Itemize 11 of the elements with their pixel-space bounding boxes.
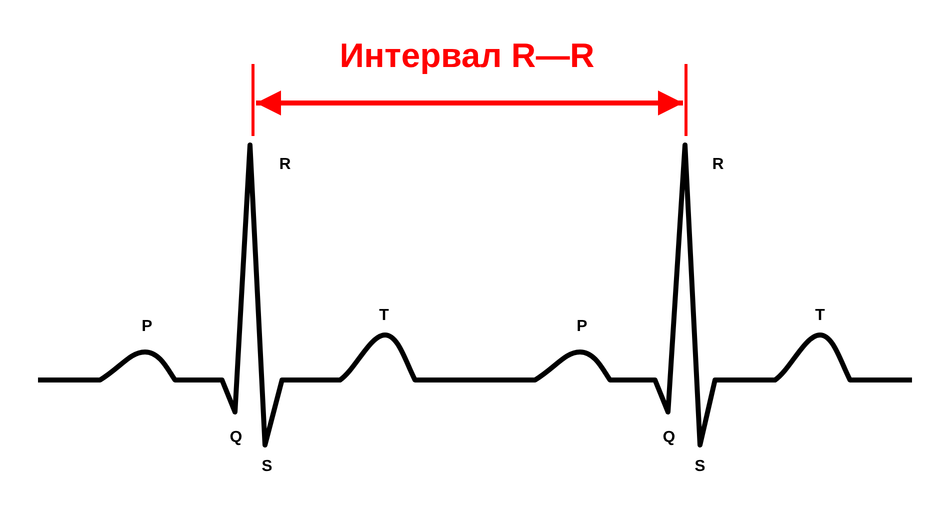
wave-label: R (712, 156, 724, 174)
wave-label: S (262, 458, 272, 476)
wave-label: T (379, 307, 389, 325)
wave-label: S (694, 458, 706, 476)
interval-title: Интервал R—R (340, 36, 594, 76)
wave-label: P (142, 318, 152, 336)
wave-label: Q (230, 429, 242, 447)
wave-label: T (815, 307, 825, 325)
wave-label: R (279, 156, 291, 174)
wave-label: Q (662, 429, 676, 447)
wave-label: P (576, 318, 588, 336)
